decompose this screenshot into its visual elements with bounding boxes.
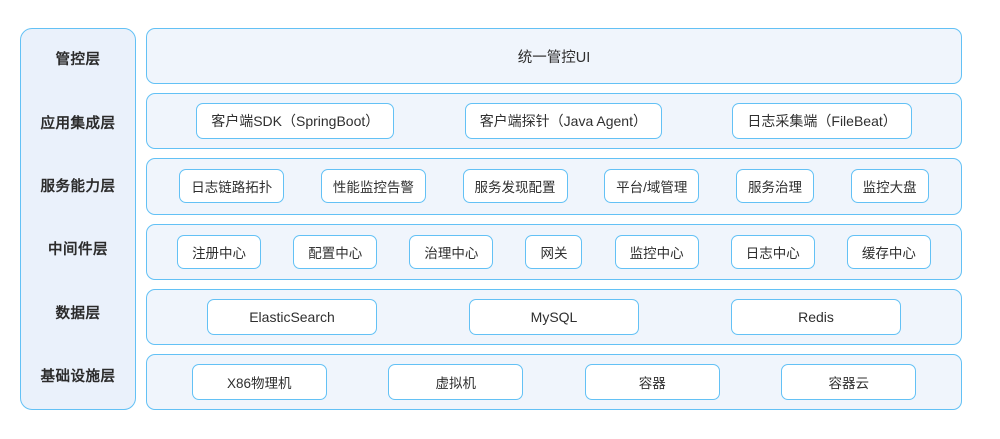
- chip-container-cloud[interactable]: 容器云: [781, 363, 917, 400]
- chip-label: X86物理机: [226, 375, 292, 391]
- sidebar-item-management[interactable]: 管控层: [21, 29, 135, 92]
- chip-label: 性能监控告警: [332, 180, 414, 196]
- chip-log-center[interactable]: 日志中心: [730, 234, 815, 269]
- chip-group-application-integration: 客户端SDK（SpringBoot） 客户端探针（Java Agent） 日志采…: [147, 103, 961, 140]
- chip-mysql[interactable]: MySQL: [469, 298, 639, 335]
- unified-management-ui-label: 统一管控UI: [517, 49, 591, 66]
- chip-label: 虚拟机: [435, 375, 477, 391]
- chip-group-data: ElasticSearch MySQL Redis: [147, 298, 961, 335]
- layer-panel-data[interactable]: ElasticSearch MySQL Redis: [146, 288, 962, 345]
- chip-label: 注册中心: [192, 245, 247, 261]
- chip-label: 客户端SDK（SpringBoot）: [211, 113, 380, 130]
- layer-panel-service-capability[interactable]: 日志链路拓扑 性能监控告警 服务发现配置 平台/域管理 服务治理 监控大盘: [146, 158, 962, 215]
- chip-label: 服务发现配置: [474, 180, 556, 196]
- chip-label: ElasticSearch: [249, 308, 335, 325]
- chip-label: 网关: [540, 245, 568, 261]
- sidebar-item-label: 中间件层: [48, 242, 108, 259]
- sidebar-item-label: 服务能力层: [40, 179, 116, 196]
- chip-label: 监控大盘: [862, 180, 917, 196]
- chip-container[interactable]: 容器: [584, 363, 720, 400]
- chip-group-infrastructure: X86物理机 虚拟机 容器 容器云: [147, 363, 961, 400]
- sidebar-item-middleware[interactable]: 中间件层: [21, 219, 135, 282]
- chip-label: 平台/域管理: [616, 180, 688, 196]
- chip-group-service-capability: 日志链路拓扑 性能监控告警 服务发现配置 平台/域管理 服务治理 监控大盘: [147, 169, 961, 204]
- chip-label: MySQL: [530, 308, 578, 325]
- layer-panel-management[interactable]: 统一管控UI: [146, 28, 962, 85]
- sidebar-item-label: 管控层: [55, 52, 101, 69]
- chip-label: 日志链路拓扑: [191, 180, 273, 196]
- chip-client-sdk[interactable]: 客户端SDK（SpringBoot）: [196, 103, 395, 140]
- chip-label: 治理中心: [424, 245, 479, 261]
- chip-elasticsearch[interactable]: ElasticSearch: [207, 298, 377, 335]
- chip-label: Redis: [798, 308, 834, 325]
- sidebar-item-application-integration[interactable]: 应用集成层: [21, 92, 135, 155]
- chip-redis[interactable]: Redis: [731, 298, 901, 335]
- chip-gateway[interactable]: 网关: [525, 234, 583, 269]
- sidebar-item-infrastructure[interactable]: 基础设施层: [21, 346, 135, 409]
- layer-name-sidebar: 管控层 应用集成层 服务能力层 中间件层 数据层 基础设施层: [20, 28, 136, 410]
- sidebar-item-label: 基础设施层: [40, 369, 116, 386]
- chip-label: 缓存中心: [861, 245, 916, 261]
- layer-panel-stack: 统一管控UI 客户端SDK（SpringBoot） 客户端探针（Java Age…: [146, 28, 962, 411]
- chip-config-center[interactable]: 配置中心: [293, 234, 378, 269]
- sidebar-item-data[interactable]: 数据层: [21, 282, 135, 345]
- sidebar-item-service-capability[interactable]: 服务能力层: [21, 156, 135, 219]
- chip-label: 服务治理: [748, 180, 802, 196]
- sidebar-item-label: 应用集成层: [40, 115, 116, 132]
- chip-platform-domain-management[interactable]: 平台/域管理: [604, 169, 700, 204]
- chip-monitoring-center[interactable]: 监控中心: [614, 234, 699, 269]
- chip-service-governance[interactable]: 服务治理: [736, 169, 814, 204]
- chip-label: 容器云: [828, 375, 870, 391]
- chip-monitoring-dashboard[interactable]: 监控大盘: [850, 169, 929, 204]
- chip-label: 客户端探针（Java Agent）: [479, 113, 647, 130]
- chip-cache-center[interactable]: 缓存中心: [846, 234, 931, 269]
- layer-panel-application-integration[interactable]: 客户端SDK（SpringBoot） 客户端探针（Java Agent） 日志采…: [146, 93, 962, 150]
- chip-service-discovery-config[interactable]: 服务发现配置: [462, 169, 568, 204]
- chip-label: 日志中心: [745, 245, 800, 261]
- chip-label: 日志采集端（FileBeat）: [747, 113, 897, 130]
- chip-registry-center[interactable]: 注册中心: [177, 234, 262, 269]
- chip-label: 监控中心: [629, 245, 684, 261]
- chip-performance-monitoring-alert[interactable]: 性能监控告警: [320, 169, 426, 204]
- chip-governance-center[interactable]: 治理中心: [409, 234, 494, 269]
- layer-panel-middleware[interactable]: 注册中心 配置中心 治理中心 网关 监控中心 日志中心 缓存中心: [146, 223, 962, 280]
- chip-log-trace-topology[interactable]: 日志链路拓扑: [179, 169, 285, 204]
- chip-x86-physical-machine[interactable]: X86物理机: [191, 363, 327, 400]
- sidebar-item-label: 数据层: [55, 305, 101, 322]
- chip-label: 容器: [638, 375, 666, 391]
- chip-log-collector[interactable]: 日志采集端（FileBeat）: [732, 103, 912, 140]
- chip-client-agent[interactable]: 客户端探针（Java Agent）: [464, 103, 662, 140]
- chip-virtual-machine[interactable]: 虚拟机: [388, 363, 524, 400]
- chip-label: 配置中心: [308, 245, 363, 261]
- chip-group-middleware: 注册中心 配置中心 治理中心 网关 监控中心 日志中心 缓存中心: [147, 234, 961, 269]
- layer-panel-infrastructure[interactable]: X86物理机 虚拟机 容器 容器云: [146, 353, 962, 411]
